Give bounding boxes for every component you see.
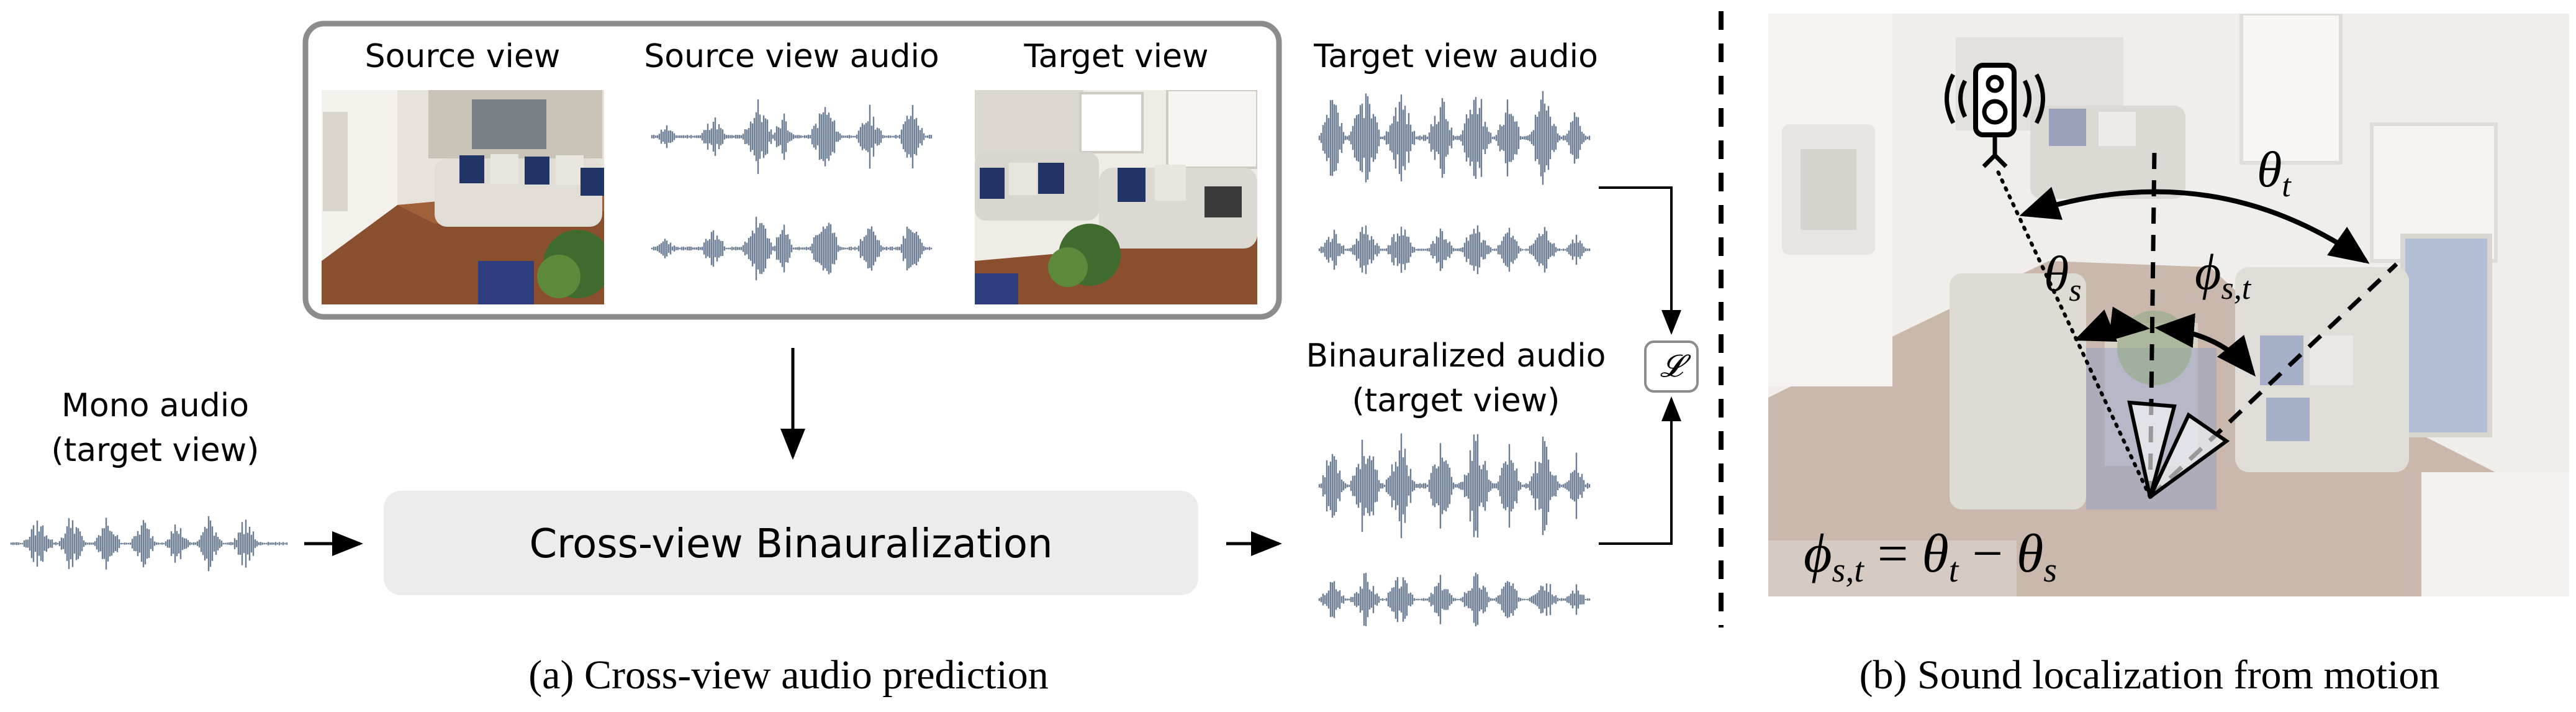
cross-view-binauralization-module	[384, 491, 1198, 595]
arrow-binauralized-to-loss	[1599, 396, 1681, 545]
caption-b: (b) Sound localization from motion	[1860, 652, 2440, 698]
label-theta-s: θs	[2044, 245, 2082, 308]
label-source-view: Source view	[365, 38, 561, 75]
target-audio-left-waveform	[1318, 91, 1591, 185]
arc-theta-t	[2019, 186, 2370, 264]
target-view-cone	[2148, 412, 2230, 499]
label-target-view: Target view	[1023, 38, 1208, 75]
label-source-view-audio: Source view audio	[644, 38, 939, 75]
source-view-image	[322, 90, 604, 304]
target-audio-right-waveform	[1318, 225, 1591, 275]
source-audio-right-waveform	[651, 216, 933, 281]
caption-a: (a) Cross-view audio prediction	[528, 652, 1049, 698]
source-view-cone	[2127, 400, 2177, 498]
equation: ϕs,t = θt − θs	[1804, 524, 2057, 590]
label-binauralized-audio-sub: (target view)	[1352, 382, 1560, 419]
arc-phi-st	[2154, 313, 2256, 377]
label-target-view-audio: Target view audio	[1313, 38, 1598, 75]
loss-box	[1644, 340, 1699, 393]
binauralized-right-waveform	[1318, 572, 1591, 627]
label-mono-audio-sub: (target view)	[52, 432, 260, 469]
room-top-view-image	[1768, 14, 2569, 596]
speaker-icon	[1945, 63, 2045, 168]
target-view-image	[975, 90, 1257, 304]
panel-a: Source view Source view audio Target vie…	[10, 21, 1699, 698]
module-label: Cross-view Binauralization	[529, 521, 1052, 567]
panel-b: θt θs ϕs,t ϕs,t = θt − θs (b) Sound loca…	[1768, 14, 2569, 698]
arc-theta-s	[2074, 306, 2150, 342]
label-mono-audio: Mono audio	[61, 387, 249, 424]
label-binauralized-audio: Binauralized audio	[1306, 337, 1606, 375]
binauralized-left-waveform	[1318, 433, 1591, 539]
label-phi-st: ϕs,t	[2195, 244, 2252, 306]
source-audio-left-waveform	[651, 99, 933, 175]
arrow-target-to-loss	[1599, 186, 1681, 335]
mono-audio-waveform	[10, 516, 288, 572]
label-theta-t: θt	[2257, 141, 2292, 204]
